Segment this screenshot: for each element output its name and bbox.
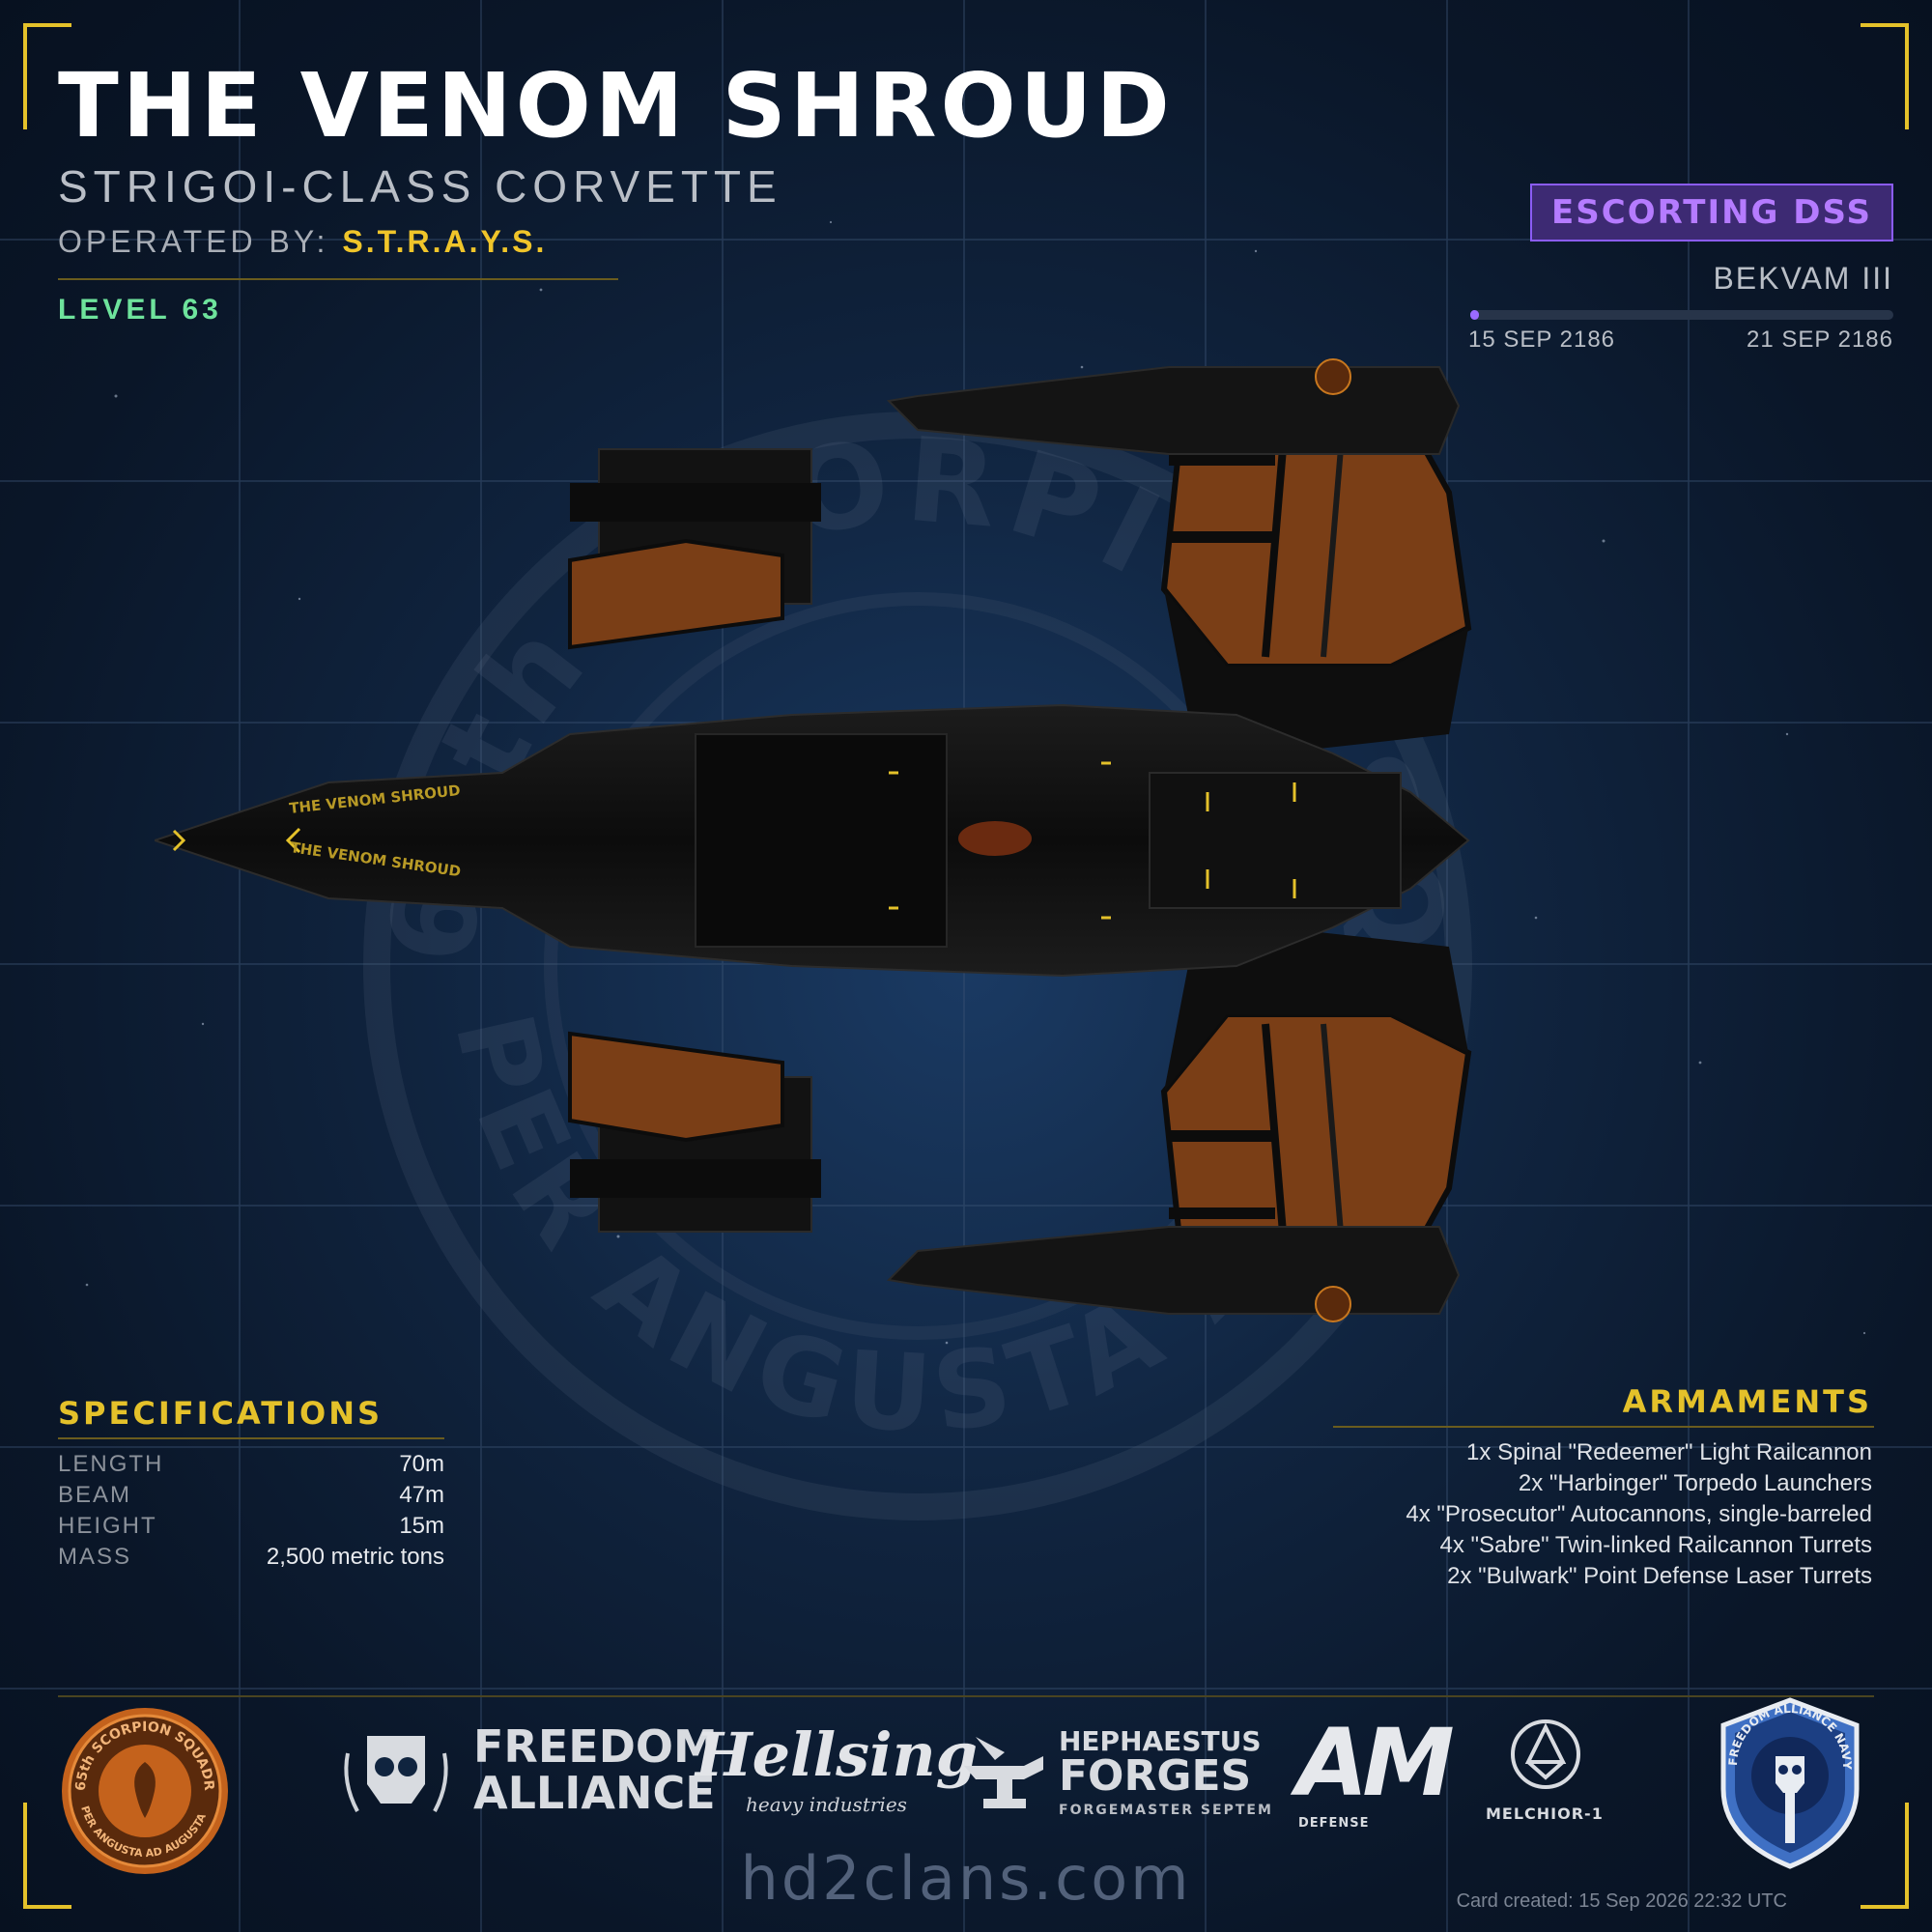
freedom-alliance-text[interactable]: FREEDOM ALLIANCE bbox=[473, 1723, 718, 1816]
hellsing-logo-text[interactable]: Hellsing bbox=[696, 1719, 979, 1790]
header-divider bbox=[58, 278, 618, 280]
mission-progress-fill bbox=[1470, 310, 1479, 320]
upper-wing bbox=[1160, 403, 1472, 753]
armament-item: 2x "Bulwark" Point Defense Laser Turrets bbox=[1447, 1563, 1872, 1589]
spec-value: 47m bbox=[399, 1482, 444, 1508]
melchior-logo-text[interactable]: MELCHIOR-1 bbox=[1486, 1804, 1604, 1823]
corner-bracket-top-right bbox=[1861, 23, 1909, 129]
ship-illustration: THE VENOM SHROUD THE VENOM SHROUD bbox=[155, 358, 1472, 1322]
armament-item: 4x "Sabre" Twin-linked Railcannon Turret… bbox=[1439, 1532, 1872, 1558]
hellsing-subtitle: heavy industries bbox=[746, 1793, 907, 1816]
corner-bracket-bottom-right bbox=[1861, 1803, 1909, 1909]
partner-logos-row: 65th SCORPION SQUADRON PER ANGUSTA AD AU… bbox=[58, 1690, 1874, 1874]
ship-level: LEVEL 63 bbox=[58, 294, 222, 326]
armament-item: 4x "Prosecutor" Autocannons, single-barr… bbox=[1406, 1501, 1872, 1527]
freedom-alliance-skull-icon bbox=[344, 1736, 448, 1812]
lower-wing-pod bbox=[886, 1226, 1461, 1322]
spec-row-height: HEIGHT 15m bbox=[58, 1513, 444, 1544]
spec-value: 15m bbox=[399, 1513, 444, 1539]
card-created-timestamp: Card created: 15 Sep 2026 22:32 UTC bbox=[1456, 1890, 1787, 1912]
forward-sponsons bbox=[568, 448, 821, 1233]
spec-label: BEAM bbox=[58, 1482, 132, 1508]
freedom-alliance-line2: ALLIANCE bbox=[473, 1767, 716, 1819]
spec-value: 70m bbox=[399, 1451, 444, 1477]
mission-progress-bar bbox=[1470, 310, 1893, 320]
freedom-alliance-navy-badge[interactable]: FREEDOM ALLIANCE NAVY bbox=[1718, 1696, 1862, 1870]
armaments-heading: ARMAMENTS bbox=[1622, 1383, 1872, 1420]
specifications-heading: SPECIFICATIONS bbox=[58, 1395, 384, 1432]
specifications-table: LENGTH 70m BEAM 47m HEIGHT 15m MASS 2,50… bbox=[58, 1451, 444, 1575]
ship-name-title: THE VENOM SHROUD bbox=[58, 54, 1174, 157]
hephaestus-subtitle: FORGEMASTER SEPTEM bbox=[1059, 1803, 1273, 1818]
armament-item: 2x "Harbinger" Torpedo Launchers bbox=[1518, 1470, 1872, 1496]
site-name[interactable]: hd2clans.com bbox=[740, 1843, 1192, 1914]
main-hull bbox=[155, 703, 1470, 978]
planet-name: BEKVAM III bbox=[1713, 261, 1893, 296]
spec-label: MASS bbox=[58, 1544, 132, 1570]
spec-row-mass: MASS 2,500 metric tons bbox=[58, 1544, 444, 1575]
operated-by-label: OPERATED BY: bbox=[58, 224, 329, 259]
upper-wing-pod bbox=[886, 358, 1461, 455]
operated-by-line: OPERATED BY: S.T.R.A.Y.S. bbox=[58, 224, 547, 260]
freedom-alliance-line1: FREEDOM bbox=[473, 1720, 718, 1773]
ship-class-subtitle: STRIGOI-CLASS CORVETTE bbox=[58, 161, 782, 212]
spec-row-beam: BEAM 47m bbox=[58, 1482, 444, 1513]
corner-bracket-top-left bbox=[23, 23, 71, 129]
hephaestus-line2: FORGES bbox=[1059, 1751, 1252, 1801]
corner-bracket-bottom-left bbox=[23, 1803, 71, 1909]
melchior-emblem-icon bbox=[1511, 1719, 1580, 1789]
am-defense-logo[interactable]: AM bbox=[1296, 1709, 1455, 1817]
mission-end-date: 21 SEP 2186 bbox=[1746, 327, 1893, 353]
mission-status-badge: ESCORTING DSS bbox=[1530, 184, 1893, 242]
armaments-list: 1x Spinal "Redeemer" Light Railcannon 2x… bbox=[1293, 1439, 1872, 1594]
operator-name[interactable]: S.T.R.A.Y.S. bbox=[342, 224, 548, 259]
mission-start-date: 15 SEP 2186 bbox=[1468, 327, 1616, 353]
footer-divider bbox=[58, 1695, 1874, 1697]
lower-wing bbox=[1160, 927, 1472, 1278]
specifications-divider bbox=[58, 1437, 444, 1439]
armament-item: 1x Spinal "Redeemer" Light Railcannon bbox=[1466, 1439, 1872, 1465]
spec-label: HEIGHT bbox=[58, 1513, 157, 1539]
am-defense-subtitle: DEFENSE bbox=[1298, 1816, 1370, 1831]
anvil-icon bbox=[964, 1737, 1043, 1808]
squadron-badge-logo[interactable]: 65th SCORPION SQUADRON PER ANGUSTA AD AU… bbox=[58, 1704, 232, 1878]
spec-label: LENGTH bbox=[58, 1451, 164, 1477]
spec-row-length: LENGTH 70m bbox=[58, 1451, 444, 1482]
hephaestus-line1[interactable]: HEPHAESTUS bbox=[1059, 1725, 1262, 1757]
spec-value: 2,500 metric tons bbox=[266, 1544, 444, 1570]
armaments-divider bbox=[1333, 1426, 1874, 1428]
